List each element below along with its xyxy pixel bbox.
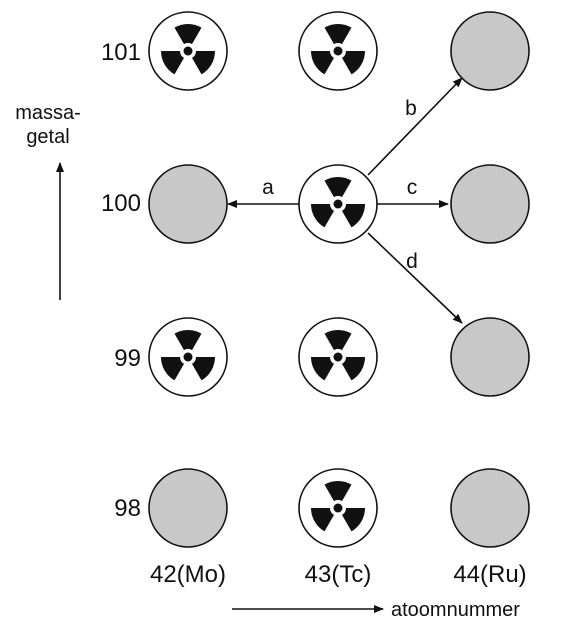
decay-arrow-d [367,232,463,324]
decay-arrow-label-b: b [405,97,417,120]
radioactive-nuclide [298,11,378,91]
radiation-icon [311,177,365,228]
atomic-number-label: 42(Mo) [150,561,226,588]
radiation-icon [311,481,365,532]
atomic-number-label: 44(Ru) [453,561,526,588]
mass-number-axis-label-line2: getal [26,126,69,148]
stable-nuclide [450,11,530,91]
radiation-icon [161,24,215,75]
radioactive-nuclide [148,11,228,91]
mass-number-label: 101 [101,39,141,66]
nuclide-circle [450,468,530,548]
mass-number-axis-label-line1: massa- [15,102,81,124]
atomic-number-label: 43(Tc) [305,561,372,588]
mass-number-label: 100 [101,190,141,217]
stable-nuclide [450,317,530,397]
decay-arrow-b [367,77,463,176]
radiation-icon [311,24,365,75]
stable-nuclide [148,164,228,244]
decay-arrows [227,77,463,324]
stable-nuclide [450,468,530,548]
nuclide-circle [450,317,530,397]
mass-number-label: 99 [114,345,141,372]
decay-arrow-label-a: a [262,176,274,199]
radioactive-nuclide [298,468,378,548]
radiation-icon [161,330,215,381]
radiation-icon [311,330,365,381]
nuclide-circle [148,468,228,548]
stable-nuclide [148,468,228,548]
mass-number-label: 98 [114,495,141,522]
decay-arrow-label-d: d [406,250,418,273]
decay-arrow-label-c: c [407,176,418,199]
radioactive-nuclide [298,164,378,244]
nuclide-grid [148,11,530,548]
nuclide-circle [148,164,228,244]
radioactive-nuclide [298,317,378,397]
nuclide-circle [450,164,530,244]
stable-nuclide [450,164,530,244]
radioactive-nuclide [148,317,228,397]
nuclide-circle [450,11,530,91]
atomic-number-axis-label: atoomnummer [391,599,520,621]
